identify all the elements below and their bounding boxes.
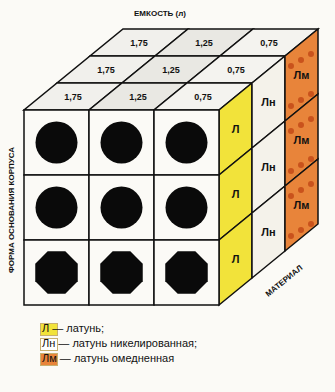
legend-text: Лн — латунь никелированная; xyxy=(42,337,197,349)
axis-label: ЕМКОСТЬ (л) xyxy=(134,9,186,18)
round-base xyxy=(101,122,143,164)
copper-texture xyxy=(288,128,294,134)
capacity-value: 1,75 xyxy=(63,92,83,102)
front-cell xyxy=(24,240,89,305)
copper-texture xyxy=(308,156,314,162)
copper-texture xyxy=(298,162,304,168)
capacity-value: 1,75 xyxy=(129,38,149,48)
copper-texture xyxy=(298,122,304,128)
capacity-value: 0,75 xyxy=(259,38,279,48)
copper-texture xyxy=(308,116,314,122)
capacity-value: 0,75 xyxy=(193,92,213,102)
material-code: Лн xyxy=(260,161,276,173)
axis-label: ФОРМА ОСНОВАНИЯ КОРПУСА xyxy=(7,147,16,273)
front-cell xyxy=(89,110,154,175)
capacity-value: 1,25 xyxy=(161,65,181,75)
copper-texture xyxy=(298,187,304,193)
front-cell xyxy=(154,175,219,240)
copper-texture xyxy=(308,181,314,187)
copper-texture xyxy=(288,168,294,174)
material-code: Лм xyxy=(293,199,311,211)
copper-texture xyxy=(308,221,314,227)
copper-texture xyxy=(298,57,304,63)
round-base xyxy=(36,122,78,164)
material-code: Л xyxy=(231,253,241,265)
copper-texture xyxy=(288,233,294,239)
legend-text: Л — латунь; xyxy=(42,322,104,334)
octagon-base xyxy=(100,251,142,293)
front-cell xyxy=(154,110,219,175)
front-cell xyxy=(89,175,154,240)
front-cell xyxy=(89,240,154,305)
copper-texture xyxy=(298,227,304,233)
side-cell xyxy=(285,159,318,251)
copper-texture xyxy=(308,51,314,57)
material-code: Л xyxy=(231,188,241,200)
material-code: Лм xyxy=(293,69,311,81)
octagon-base xyxy=(165,251,207,293)
copper-texture xyxy=(298,97,304,103)
side-cell xyxy=(219,213,252,305)
copper-texture xyxy=(288,103,294,109)
capacity-value: 1,25 xyxy=(128,92,148,102)
octagon-base xyxy=(35,251,77,293)
round-base xyxy=(166,187,208,229)
round-base xyxy=(101,187,143,229)
side-cell xyxy=(252,186,285,278)
copper-texture xyxy=(308,91,314,97)
material-code: Лн xyxy=(260,226,276,238)
copper-texture xyxy=(288,193,294,199)
legend-text: Лм — латунь омедненная xyxy=(42,352,174,364)
material-code: Лм xyxy=(293,134,311,146)
material-code: Л xyxy=(231,123,241,135)
front-cell xyxy=(154,240,219,305)
copper-texture xyxy=(288,63,294,69)
round-base xyxy=(166,122,208,164)
capacity-value: 1,75 xyxy=(96,65,116,75)
front-cell xyxy=(24,110,89,175)
round-base xyxy=(36,187,78,229)
capacity-value: 1,25 xyxy=(194,38,214,48)
capacity-value: 0,75 xyxy=(226,65,246,75)
front-cell xyxy=(24,175,89,240)
axis-label: МАТЕРИАЛ xyxy=(264,263,305,298)
material-code: Лн xyxy=(260,96,276,108)
